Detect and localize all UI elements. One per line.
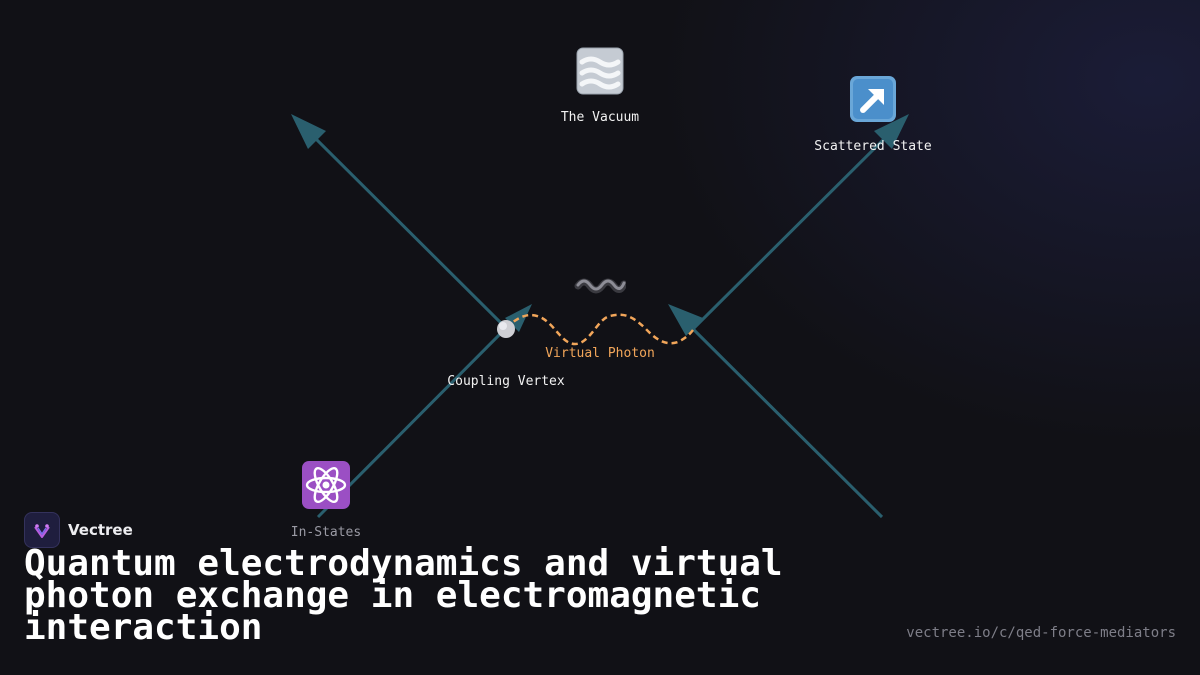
in-states-label: In-States (290, 525, 362, 540)
scattered-state-label: Scattered State (814, 139, 932, 154)
vectree-logo-icon (24, 512, 60, 548)
fog-icon (575, 46, 625, 100)
source-url[interactable]: vectree.io/c/qed-force-mediators (906, 625, 1176, 641)
coupling-vertex-highlight (499, 322, 507, 330)
right-outgoing-arrowhead (874, 114, 909, 149)
brand-name: Vectree (68, 521, 133, 539)
page-title: Quantum electrodynamics and virtual phot… (24, 543, 783, 648)
virtual-photon-label: Virtual Photon (545, 346, 655, 361)
coupling-vertex-dot (497, 320, 515, 338)
coupling-vertex-label: Coupling Vertex (447, 374, 565, 389)
atom-icon (301, 460, 351, 514)
wavy-dash-icon (574, 274, 628, 302)
left-outgoing-arrowhead (291, 114, 326, 149)
left-incoming-line (316, 310, 524, 519)
virtual-photon-wave (505, 313, 694, 346)
brand[interactable]: Vectree (24, 512, 133, 548)
left-outgoing-line (303, 126, 508, 330)
right-incoming-arrowhead (668, 304, 703, 336)
up-right-arrow-icon (848, 74, 898, 128)
right-outgoing-line (690, 123, 900, 332)
right-incoming-line (678, 314, 884, 519)
vacuum-label: The Vacuum (560, 110, 640, 125)
